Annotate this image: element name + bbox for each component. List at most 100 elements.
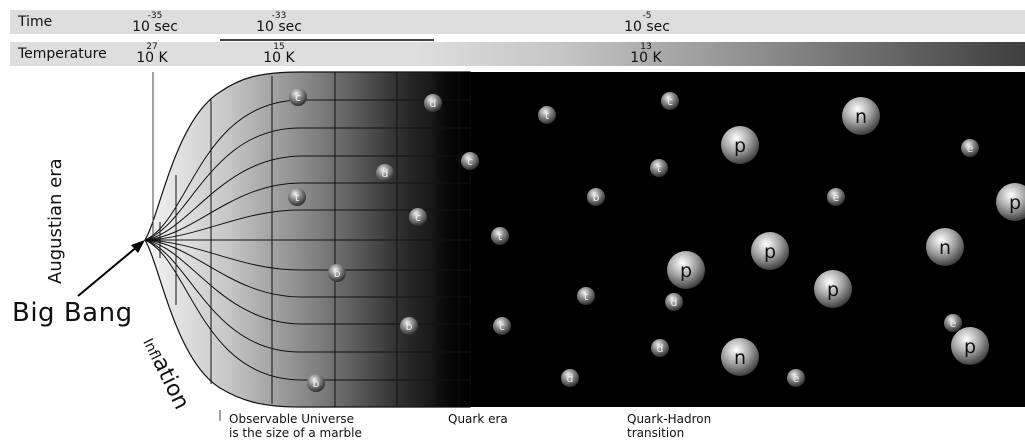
- big-bang-label: Big Bang: [12, 298, 133, 328]
- temperature-tick: 27 10 K: [128, 42, 176, 66]
- particle-sphere: [538, 106, 556, 124]
- particle-t: t: [288, 188, 306, 206]
- particle-letter: d: [567, 372, 574, 385]
- particle-sphere: [491, 227, 509, 245]
- temperature-tick: 15 10 K: [255, 42, 303, 66]
- particle-d: d: [561, 369, 579, 387]
- particle-sphere: [721, 338, 759, 376]
- particle-letter: n: [855, 106, 867, 128]
- particle-b: b: [400, 317, 418, 335]
- particle-letter: p: [680, 260, 692, 282]
- time-tick-exponent: -35: [147, 11, 163, 21]
- temperature-tick-base: 10 K: [630, 50, 662, 66]
- particle-b: b: [307, 374, 325, 392]
- particle-sphere: [665, 293, 683, 311]
- particle-sphere: [667, 251, 705, 289]
- quark-hadron-line2: transition: [627, 426, 685, 440]
- augustian-era-label: Augustian era: [45, 158, 66, 284]
- observable-universe-label: Observable Universe is the size of a mar…: [229, 412, 362, 440]
- particle-sphere: [577, 287, 595, 305]
- temperature-tick: 13 10 K: [622, 42, 670, 66]
- particle-sphere: [661, 92, 679, 110]
- time-tick: -5 10 sec: [618, 11, 676, 35]
- particle-letter: t: [657, 162, 662, 175]
- particle-letter: e: [833, 191, 840, 204]
- particle-e: e: [961, 139, 979, 157]
- particle-letter: t: [498, 230, 503, 243]
- particle-sphere: [814, 270, 852, 308]
- particle-t: t: [577, 287, 595, 305]
- particle-sphere: [587, 188, 605, 206]
- temperature-tick-exponent: 27: [146, 42, 158, 52]
- quark-hadron-label: Quark-Hadron transition: [627, 412, 711, 440]
- time-tick-exponent: -5: [642, 11, 652, 21]
- particle-letter: t: [584, 290, 589, 303]
- observable-universe-line2: is the size of a marble: [229, 426, 362, 440]
- temperature-tick-base: 10 K: [263, 50, 295, 66]
- particle-p: p: [996, 183, 1025, 221]
- time-tick-base: 10 sec: [256, 19, 302, 35]
- quark-hadron-line1: Quark-Hadron: [627, 412, 712, 426]
- temperature-tick-exponent: 15: [273, 42, 285, 52]
- particle-letter: d: [657, 342, 664, 355]
- particle-letter: d: [671, 296, 678, 309]
- big-bang-arrow: [77, 245, 139, 297]
- particle-sphere: [651, 339, 669, 357]
- arrow-head-icon: [131, 240, 145, 253]
- particle-letter: p: [1009, 192, 1021, 214]
- particle-d: d: [651, 339, 669, 357]
- temperature-bar: Temperature: [10, 42, 1025, 66]
- particle-t: t: [491, 227, 509, 245]
- particle-sphere: [409, 208, 427, 226]
- particle-t: t: [650, 159, 668, 177]
- particle-letter: c: [667, 95, 673, 108]
- grid-lines-vertical: [159, 72, 460, 407]
- particle-sphere: [288, 188, 306, 206]
- particle-d: d: [376, 164, 394, 182]
- particle-p: p: [721, 126, 759, 164]
- particle-c: c: [493, 317, 511, 335]
- particle-sphere: [493, 317, 511, 335]
- particle-p: p: [751, 232, 789, 270]
- particle-letter: c: [295, 91, 301, 104]
- particle-sphere: [561, 369, 579, 387]
- particle-letter: e: [950, 317, 957, 330]
- particle-sphere: [650, 159, 668, 177]
- temperature-tick-exponent: 13: [640, 42, 652, 52]
- particle-p: p: [814, 270, 852, 308]
- time-tick: -35 10 sec: [126, 11, 184, 35]
- time-tick-exponent: -33: [271, 11, 287, 21]
- particle-sphere: [424, 94, 442, 112]
- particle-c: c: [409, 208, 427, 226]
- particle-b: b: [328, 264, 346, 282]
- particle-letter: c: [415, 211, 421, 224]
- particle-sphere: [376, 164, 394, 182]
- particle-p: p: [951, 327, 989, 365]
- particle-letter: p: [734, 135, 746, 157]
- particle-sphere: [827, 188, 845, 206]
- particle-letter: t: [295, 191, 300, 204]
- particle-sphere: [944, 314, 962, 332]
- observable-universe-line1: Observable Universe: [229, 412, 355, 426]
- particle-letter: d: [430, 97, 437, 110]
- particle-sphere: [926, 228, 964, 266]
- inflation-period-rule: [220, 39, 434, 41]
- particle-letter: d: [382, 167, 389, 180]
- time-bar: Time: [10, 10, 1025, 34]
- particle-letter: b: [334, 267, 341, 280]
- particle-n: n: [721, 338, 759, 376]
- particle-c: c: [661, 92, 679, 110]
- particle-n: n: [926, 228, 964, 266]
- time-tick-base: 10 sec: [132, 19, 178, 35]
- particle-sphere: [289, 88, 307, 106]
- particle-letter: c: [467, 155, 473, 168]
- particle-letter: e: [793, 372, 800, 385]
- particle-sphere: [461, 152, 479, 170]
- grid-curves: [144, 99, 470, 381]
- particle-letter: p: [964, 336, 976, 358]
- particle-sphere: [400, 317, 418, 335]
- particle-d: d: [665, 293, 683, 311]
- particle-e: e: [787, 369, 805, 387]
